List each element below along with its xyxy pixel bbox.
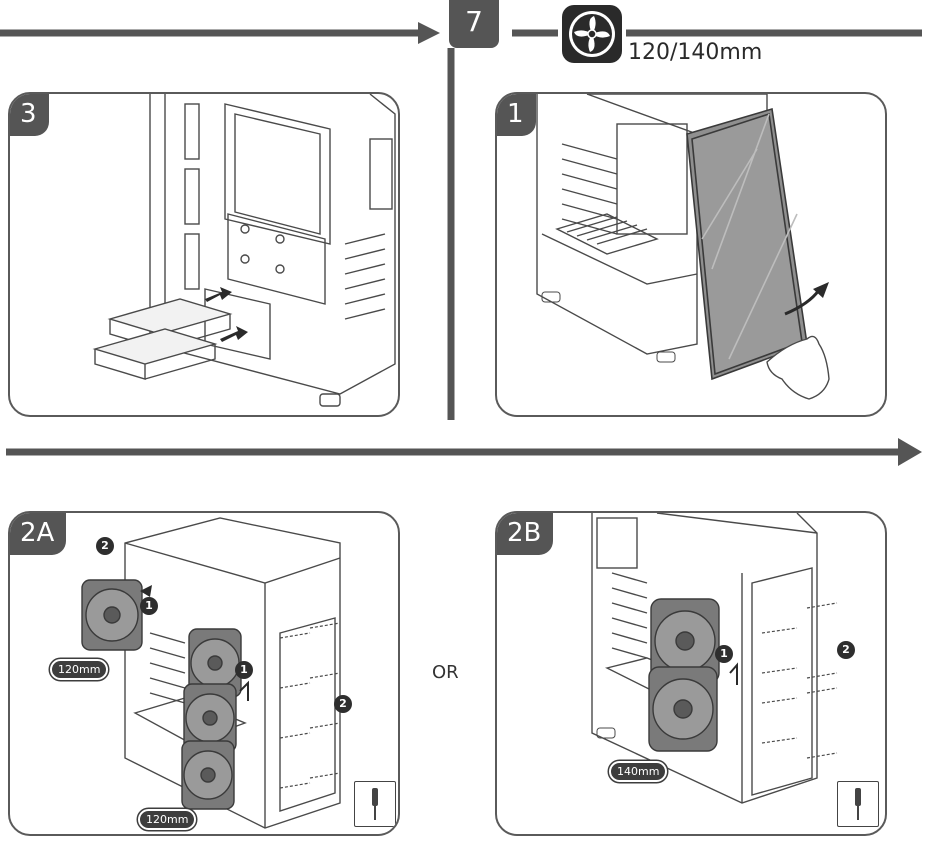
panel-step-1: 1 bbox=[495, 92, 887, 417]
panel-label: 1 bbox=[497, 94, 536, 136]
callout-step-1: 1 bbox=[140, 597, 158, 615]
callout-step-1: 1 bbox=[235, 661, 253, 679]
fan-size-tag: 120mm bbox=[50, 659, 109, 680]
fan-size-tag: 120mm bbox=[138, 809, 197, 830]
screwdriver-icon bbox=[354, 781, 396, 827]
callout-step-1: 1 bbox=[715, 645, 733, 663]
callout-step-2: 2 bbox=[334, 695, 352, 713]
fan-size-label: 120/140mm bbox=[628, 40, 763, 65]
or-separator: OR bbox=[432, 662, 459, 683]
callout-step-2: 2 bbox=[837, 641, 855, 659]
screwdriver-icon bbox=[837, 781, 879, 827]
fan-icon bbox=[562, 5, 622, 63]
step-number-badge: 7 bbox=[449, 0, 499, 48]
panel-label: 2B bbox=[497, 513, 554, 555]
callout-step-2: 2 bbox=[96, 537, 114, 555]
hdd-install-illustration bbox=[92, 94, 396, 407]
panel-step-2b: 2B bbox=[495, 511, 887, 836]
panel-label: 2A bbox=[10, 513, 67, 555]
fan-install-140mm-illustration bbox=[591, 513, 838, 804]
panel-step-3: 3 bbox=[8, 92, 400, 417]
fan-install-120mm-illustration bbox=[81, 517, 341, 829]
panel-label: 3 bbox=[10, 94, 49, 136]
fan-size-tag: 140mm bbox=[609, 761, 668, 782]
panel-step-2a: 2A bbox=[8, 511, 400, 836]
front-panel-removal-illustration bbox=[536, 94, 830, 400]
